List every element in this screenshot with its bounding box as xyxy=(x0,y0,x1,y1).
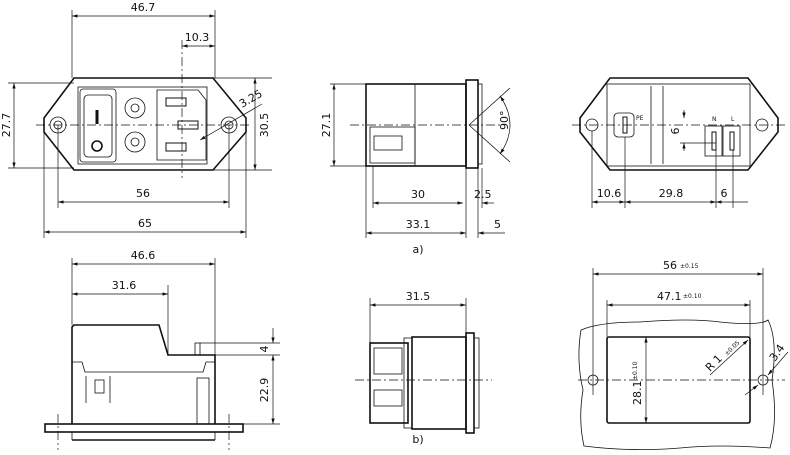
n-label: N xyxy=(712,116,717,123)
dim-4: 4 xyxy=(258,346,271,353)
dim-angle-90: 90° xyxy=(498,111,511,131)
dim-28-1: 28.1 xyxy=(631,381,644,406)
dim-33-1: 33.1 xyxy=(406,218,431,231)
caption-a: a) xyxy=(412,243,423,256)
dim-2-5: 2.5 xyxy=(474,188,492,201)
dim-29-8: 29.8 xyxy=(659,187,684,200)
dim-3-25: 3.25 xyxy=(237,87,265,111)
dim-31-6: 31.6 xyxy=(112,279,137,292)
fuse-holder xyxy=(124,97,146,119)
dim-10-3: 10.3 xyxy=(185,31,210,44)
rocker-switch xyxy=(79,88,117,163)
dim-47-1: 47.1 xyxy=(657,290,682,303)
dim-10-6: 10.6 xyxy=(597,187,622,200)
panel-cutout: 56 ±0.15 47.1 ±0.10 28.1 ±0.10 R 1 ±0.05… xyxy=(578,259,789,450)
dim-30-5: 30.5 xyxy=(258,113,271,138)
l-label: L xyxy=(731,116,735,123)
dim-27-1: 27.1 xyxy=(320,113,333,138)
dim-6: 6 xyxy=(721,187,728,200)
dim-27-7: 27.7 xyxy=(0,113,13,138)
iec-inlet xyxy=(156,89,207,161)
dim-56: 56 xyxy=(136,187,150,200)
dim-22-9: 22.9 xyxy=(258,378,271,403)
dim-pin-6: 6 xyxy=(669,128,682,135)
dim-3-4: 3.4 xyxy=(767,342,788,364)
dim-cutout-56: 56 xyxy=(663,259,677,272)
back-view: PE N L 6 10.6 29.8 6 xyxy=(572,77,786,208)
bottom-view: 46.6 31.6 4 22.9 xyxy=(44,249,280,450)
tol-47-1: ±0.10 xyxy=(683,293,702,300)
dim-46-7: 46.7 xyxy=(131,1,156,14)
dim-radius: R 1 xyxy=(703,352,725,374)
caption-b: b) xyxy=(412,433,423,446)
dim-30: 30 xyxy=(411,188,425,201)
front-view: 46.7 10.3 27.7 30.5 3.25 56 65 xyxy=(0,1,272,238)
fuse-holder xyxy=(124,131,146,153)
side-view-a: 27.1 90° 30 2.5 33.1 5 a) xyxy=(320,79,511,256)
tol-28-1: ±0.10 xyxy=(632,361,639,380)
pe-label: PE xyxy=(636,115,644,122)
tol-56: ±0.15 xyxy=(680,263,699,270)
dim-65: 65 xyxy=(138,217,152,230)
dim-46-6: 46.6 xyxy=(131,249,156,262)
side-view-b: 31.5 b) xyxy=(355,290,492,446)
dim-31-5: 31.5 xyxy=(406,290,431,303)
dim-5: 5 xyxy=(494,218,501,231)
